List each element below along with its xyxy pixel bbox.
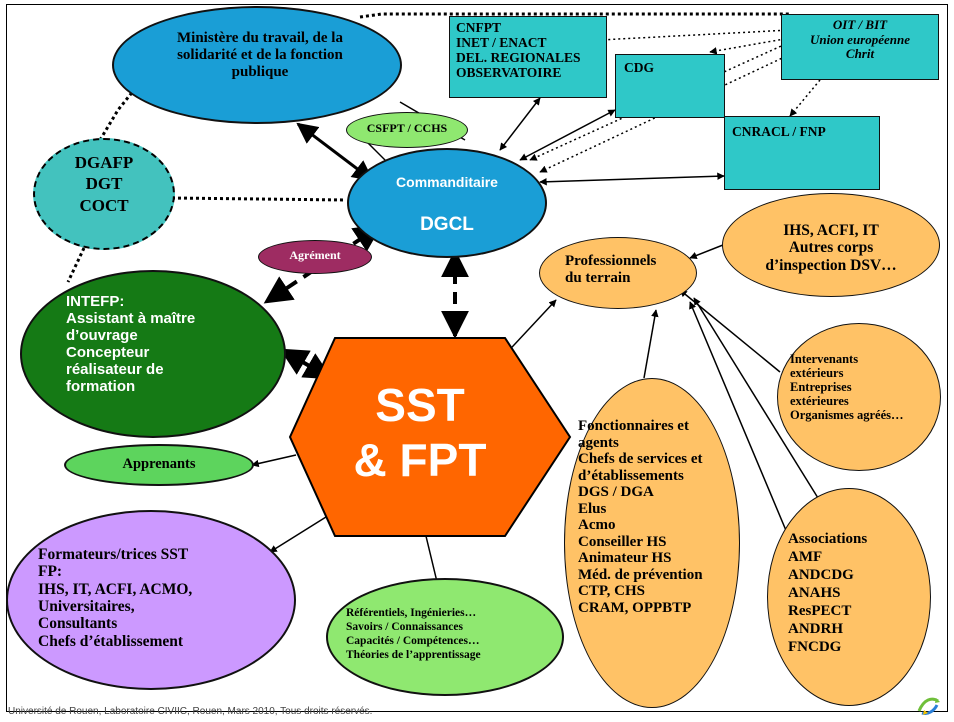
agrement-label: Agrément <box>289 248 341 262</box>
fonctionnaires-node <box>564 378 740 708</box>
line-sst-referentiels <box>424 531 439 587</box>
cdg-box <box>615 54 725 118</box>
fonctionnaires-label: Fonctionnaires et agents Chefs de servic… <box>578 418 703 616</box>
dotted-link-dgafp-dgcl <box>171 196 347 202</box>
dgafp-label: DGAFP DGT COCT <box>74 153 134 215</box>
apprenants-node <box>64 444 254 486</box>
slide-frame <box>6 4 948 712</box>
sst-label: SST & FPT <box>353 379 487 487</box>
oit-label: OIT / BIT Union européenne Chrit <box>809 17 911 62</box>
professionnels-label: Professionnels du terrain <box>565 253 657 286</box>
commanditaire-label: Commanditaire <box>396 174 498 190</box>
formateurs-node <box>6 510 296 690</box>
arrow-assoc-prof <box>693 297 819 499</box>
intefp-label: INTEFP: Assistant à maître d’ouvrage Con… <box>66 293 196 395</box>
dotted-link-ministere-oit <box>359 12 790 19</box>
referentiels-label: Référentiels, Ingénieries… Savoirs / Con… <box>346 607 481 662</box>
arrow-ihs-prof <box>689 242 729 260</box>
ministere-label: Ministère du travail, de la solidarité e… <box>177 30 343 80</box>
apprenants-label: Apprenants <box>122 456 196 472</box>
footer-copyright: Université de Rouen, Laboratoire CIVIIC,… <box>8 706 373 717</box>
ministere-node <box>112 6 402 124</box>
associations-node <box>767 488 931 706</box>
agrement-node <box>258 240 372 274</box>
oit-box <box>781 14 939 80</box>
ihs-node <box>722 193 940 297</box>
arrow-formateurs-sst <box>269 511 335 553</box>
arrow-cdg-dgcl <box>519 109 616 161</box>
cnracl-box <box>724 116 880 190</box>
intervenants-label: Intervenants extérieurs Entreprises exté… <box>790 352 904 422</box>
intervenants-node <box>777 323 941 471</box>
recycle-logo-icon <box>917 697 940 715</box>
cnfpt-box <box>449 16 607 98</box>
professionnels-node <box>539 237 697 309</box>
dgcl-node <box>347 148 547 258</box>
dotted-arrow-oit-cdg <box>709 37 791 55</box>
dotted-link-dgafp-intefp <box>66 247 86 283</box>
dotted-arrow-oit-cnracl <box>789 79 821 117</box>
dgafp-node <box>33 138 175 250</box>
sst-hexagon <box>288 337 572 537</box>
cdg-label: CDG <box>624 60 654 75</box>
arrow-interv-prof <box>679 289 781 373</box>
intefp-node <box>20 270 286 438</box>
arrow-cnfpt-dgcl <box>499 97 541 151</box>
csfpt-node <box>346 112 468 148</box>
arrow-assoc-prof-2 <box>689 301 791 541</box>
cnracl-label: CNRACL / FNP <box>732 124 826 139</box>
referentiels-node <box>326 578 564 696</box>
ihs-label: IHS, ACFI, IT Autres corps d’inspection … <box>765 222 897 274</box>
arrow-cnracl-dgcl <box>539 172 725 186</box>
formateurs-label: Formateurs/trices SST FP: IHS, IT, ACFI,… <box>38 546 193 650</box>
arrow-sst-apprenants <box>251 454 297 468</box>
dotted-arrow-oit-cnfpt <box>599 29 791 44</box>
csfpt-label: CSFPT / CCHS <box>366 121 448 135</box>
arrow-ministere-dgcl-thick <box>296 122 374 182</box>
arrow-fonct-prof <box>643 309 659 379</box>
dgcl-label: DGCL <box>420 214 474 235</box>
cnfpt-label: CNFPT INET / ENACT DEL. REGIONALES OBSER… <box>456 20 581 81</box>
associations-label: Associations AMF ANDCDG ANAHS ResPECT AN… <box>788 531 868 655</box>
